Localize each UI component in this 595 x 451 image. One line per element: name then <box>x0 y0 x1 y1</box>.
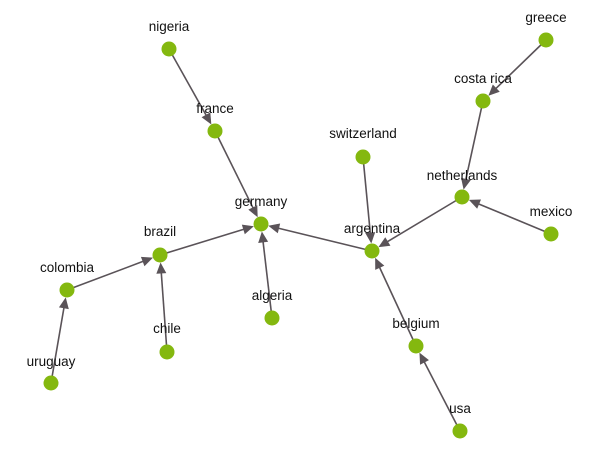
edge-line <box>66 260 144 291</box>
edge-line <box>464 100 484 181</box>
edge-switzerland-to-argentina <box>362 156 376 244</box>
edge-usa-to-belgium <box>419 352 461 432</box>
arrowhead-icon <box>375 257 385 270</box>
node-mexico[interactable] <box>543 226 559 242</box>
arrowhead-icon <box>58 297 69 310</box>
edge-line <box>362 156 372 234</box>
arrowhead-icon <box>140 256 153 267</box>
edge-line <box>160 272 168 353</box>
node-costa-rica[interactable] <box>475 93 491 109</box>
arrowhead-icon <box>461 177 471 190</box>
edge-argentina-to-germany <box>268 223 373 252</box>
node-argentina[interactable] <box>364 243 380 259</box>
node-label-chile: chile <box>153 321 181 336</box>
node-belgium[interactable] <box>408 338 424 354</box>
edge-line <box>214 130 254 209</box>
node-label-switzerland: switzerland <box>329 126 397 141</box>
edge-line <box>262 241 273 319</box>
edge-nigeria-to-france <box>168 48 212 125</box>
edge-line <box>423 361 461 432</box>
edge-france-to-germany <box>214 130 258 218</box>
arrowhead-icon <box>201 112 212 125</box>
edge-costa-rica-to-netherlands <box>461 100 484 190</box>
nodes-layer <box>43 32 559 439</box>
edge-line <box>50 307 65 384</box>
node-label-brazil: brazil <box>144 224 176 239</box>
edge-line <box>277 227 373 252</box>
edge-line <box>378 266 417 347</box>
edge-brazil-to-germany <box>159 224 254 256</box>
edge-line <box>168 48 208 117</box>
node-label-argentina: argentina <box>344 221 401 236</box>
edge-line <box>495 39 547 90</box>
node-label-costa-rica: costa rica <box>454 71 512 86</box>
node-nigeria[interactable] <box>161 41 177 57</box>
node-france[interactable] <box>207 123 223 139</box>
node-label-algeria: algeria <box>252 288 293 303</box>
edge-uruguay-to-colombia <box>50 297 69 384</box>
edge-colombia-to-brazil <box>66 256 153 291</box>
arrowhead-icon <box>248 205 258 218</box>
node-label-netherlands: netherlands <box>427 168 498 183</box>
arrowhead-icon <box>268 223 281 234</box>
arrowhead-icon <box>488 84 500 96</box>
node-switzerland[interactable] <box>355 149 371 165</box>
edge-line <box>477 202 552 235</box>
node-chile[interactable] <box>159 344 175 360</box>
edge-line <box>386 196 463 243</box>
edge-chile-to-brazil <box>156 262 168 353</box>
edge-netherlands-to-argentina <box>378 196 463 248</box>
arrowhead-icon <box>378 237 391 248</box>
edge-mexico-to-netherlands <box>468 199 552 235</box>
node-label-uruguay: uruguay <box>27 354 76 369</box>
node-usa[interactable] <box>452 423 468 439</box>
node-label-germany: germany <box>235 194 288 209</box>
edge-greece-to-costa-rica <box>488 39 547 96</box>
node-label-belgium: belgium <box>392 316 439 331</box>
edges-layer <box>50 39 552 432</box>
node-label-usa: usa <box>449 401 471 416</box>
edge-algeria-to-germany <box>258 231 273 319</box>
node-netherlands[interactable] <box>454 189 470 205</box>
node-label-mexico: mexico <box>530 204 573 219</box>
arrowhead-icon <box>365 232 376 244</box>
arrowhead-icon <box>241 224 254 235</box>
node-brazil[interactable] <box>152 247 168 263</box>
node-label-colombia: colombia <box>40 260 95 275</box>
arrowhead-icon <box>156 262 167 274</box>
edge-belgium-to-argentina <box>375 257 417 347</box>
node-germany[interactable] <box>253 216 269 232</box>
node-greece[interactable] <box>538 32 554 48</box>
node-colombia[interactable] <box>59 282 75 298</box>
arrowhead-icon <box>468 199 482 209</box>
node-algeria[interactable] <box>264 310 280 326</box>
node-label-france: france <box>196 101 234 116</box>
labels-layer: nigeria france germany brazil colombia urugua… <box>27 10 573 416</box>
node-label-greece: greece <box>525 10 566 25</box>
node-label-nigeria: nigeria <box>149 19 190 34</box>
edge-line <box>159 228 245 256</box>
node-uruguay[interactable] <box>43 375 59 391</box>
arrowhead-icon <box>419 352 429 365</box>
arrowhead-icon <box>258 231 269 243</box>
